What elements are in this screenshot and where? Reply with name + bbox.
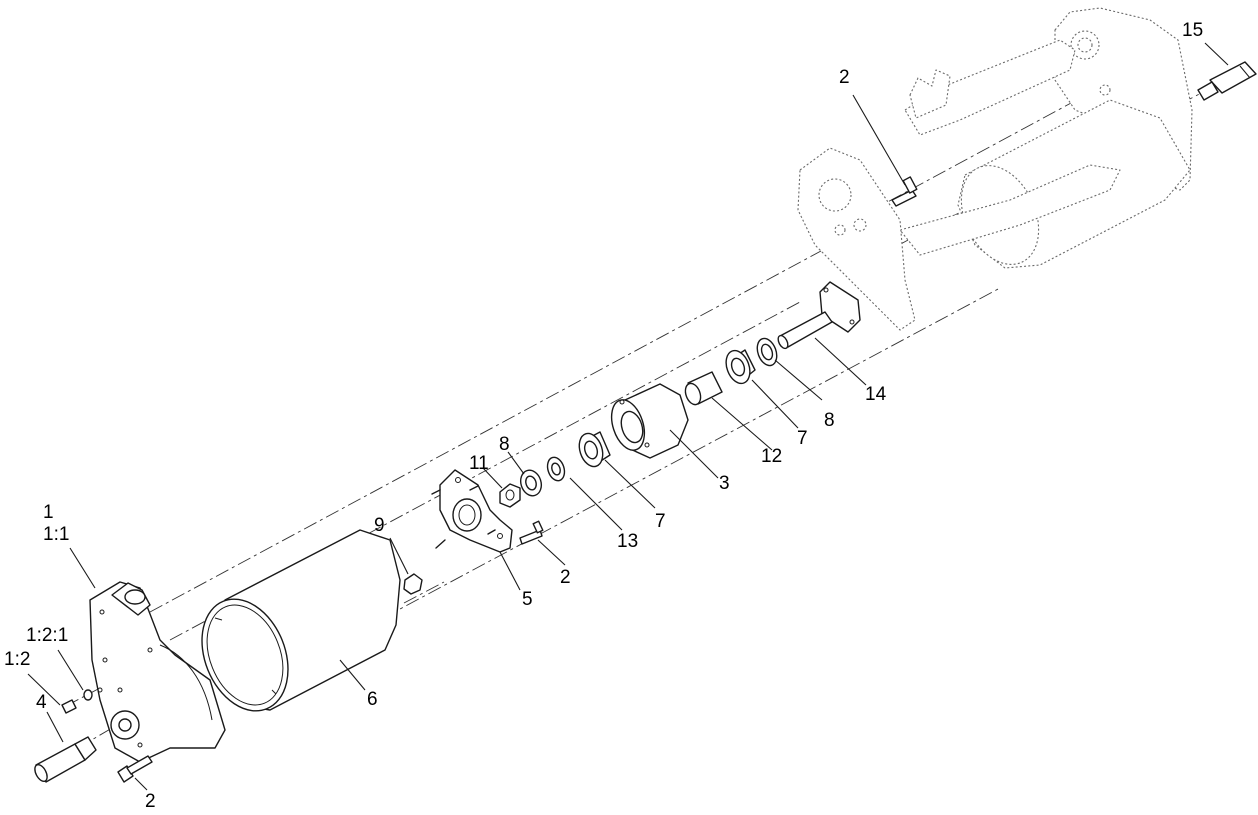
callout-11: 11: [469, 453, 489, 474]
callout-3: 3: [719, 473, 730, 494]
washer-part-8-right: [756, 337, 778, 367]
bearing-part-7-left: [578, 431, 611, 468]
callout-7-left: 7: [655, 511, 666, 532]
nut-part-9: [403, 573, 423, 595]
callout-6: 6: [367, 689, 378, 710]
callout-8-right: 8: [824, 410, 835, 431]
callout-4: 4: [36, 692, 47, 713]
callout-12: 12: [761, 446, 783, 467]
callout-13: 13: [617, 531, 639, 552]
callout-2-plate: 2: [560, 567, 571, 588]
callout-15: 15: [1182, 20, 1204, 41]
callout-9: 9: [374, 515, 385, 536]
spacer-part-12: [684, 371, 723, 406]
callout-14: 14: [865, 384, 887, 405]
spacer-part-13: [546, 456, 566, 482]
drum-part-6: [201, 529, 401, 712]
screw-part-2-plate: [519, 520, 544, 545]
pin-part-4: [34, 736, 97, 783]
callout-5: 5: [522, 589, 533, 610]
callout-1: 1: [43, 502, 54, 523]
screw-part-2-bottom: [117, 755, 153, 783]
callout-1-2-1: 1:2:1: [26, 625, 69, 646]
callout-8-left: 8: [499, 434, 510, 455]
bearing-part-7-right: [725, 349, 756, 385]
callout-2-top: 2: [839, 67, 850, 88]
callout-7-right: 7: [797, 428, 808, 449]
leader-lines: [27, 42, 1229, 791]
shaft-part-14: [777, 281, 861, 350]
callout-2-bottom: 2: [145, 791, 156, 812]
callout-1-2: 1:2: [4, 649, 31, 670]
plate-part-5: [431, 469, 513, 553]
callout-1-1: 1:1: [43, 524, 70, 545]
ghost-reference-assembly: [797, 7, 1257, 331]
washer-part-8-left: [519, 469, 543, 497]
hub-part-3: [610, 383, 689, 459]
gearbox-part-1: [61, 581, 226, 763]
nut-part-11: [499, 483, 521, 508]
